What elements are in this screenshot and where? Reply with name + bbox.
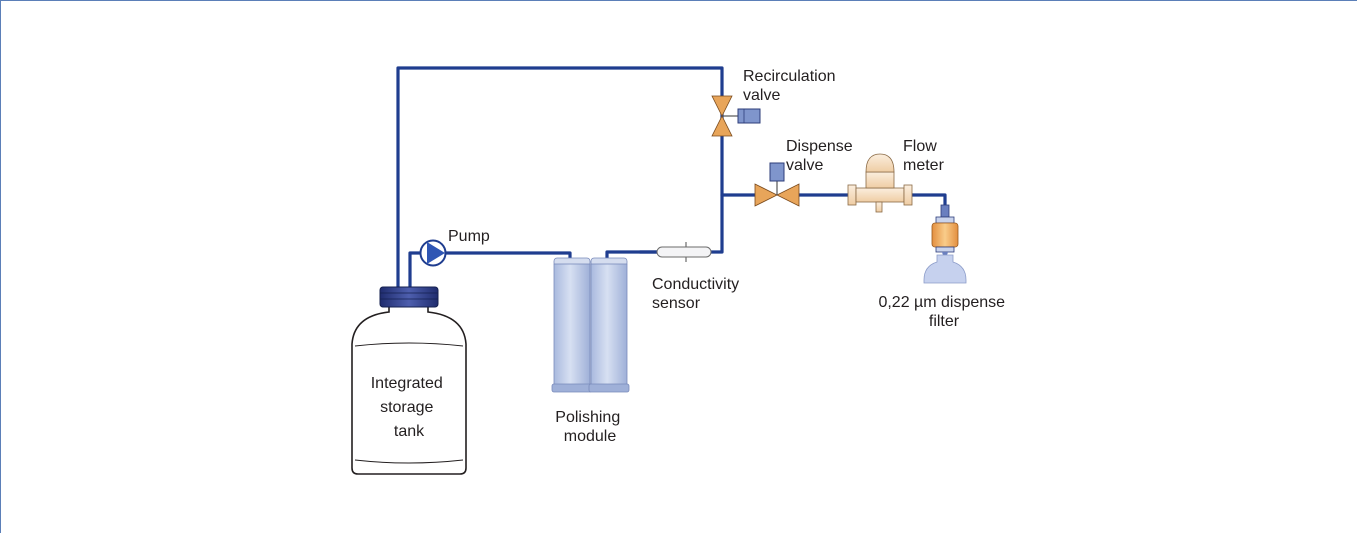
bottle-icon (923, 254, 967, 284)
labels: Recirculation valve Dispense valve Flow … (371, 68, 1009, 445)
label-line: sensor (652, 295, 701, 312)
sensor-icon (656, 246, 712, 258)
tank-to-pump-pipe (408, 251, 422, 292)
dispense-filter-label: 0,22 µm dispense filter (878, 294, 1009, 330)
dispense-filter (923, 204, 967, 284)
tank-cap (379, 286, 439, 308)
meter-to-filter-pipe (908, 193, 947, 207)
label-line: Recirculation (743, 68, 835, 85)
flow-meter (847, 153, 913, 213)
label-line: Flow (903, 138, 937, 155)
valve-icon (711, 95, 733, 117)
label-line: Conductivity (652, 276, 739, 293)
flow-meter-label: Flow meter (903, 138, 945, 174)
filter-icon (931, 222, 959, 248)
label-line: Integrated (371, 375, 443, 392)
label-line: meter (903, 157, 945, 174)
label-line: valve (743, 87, 780, 104)
recirculation-valve (711, 95, 761, 137)
cartridge-icon (588, 257, 630, 393)
pump (419, 239, 447, 267)
label-line: module (564, 428, 617, 445)
label-line: tank (394, 423, 425, 440)
dispense-valve (754, 162, 800, 207)
valve-icon (754, 183, 778, 207)
storage-tank-label: Integrated storage tank (371, 375, 448, 440)
solenoid-icon (737, 108, 761, 124)
recirculation-valve-label: Recirculation valve (743, 68, 840, 104)
polishing-module (551, 257, 630, 393)
cartridge-icon (551, 257, 593, 393)
label-line: filter (929, 313, 960, 330)
pump-to-polishing-pipe (444, 251, 572, 264)
flow-meter-icon (865, 153, 895, 173)
conductivity-sensor-label: Conductivity sensor (652, 276, 744, 312)
label-line: Pump (448, 228, 490, 245)
conductivity-sensor (656, 242, 712, 262)
storage-tank (351, 286, 467, 475)
polishing-module-label: Polishing module (555, 409, 624, 445)
label-line: Dispense (786, 138, 853, 155)
pump-label: Pump (448, 228, 490, 245)
label-line: storage (380, 399, 433, 416)
label-line: 0,22 µm dispense (878, 294, 1005, 311)
valve-icon (711, 115, 733, 137)
label-line: valve (786, 157, 823, 174)
solenoid-icon (769, 162, 785, 182)
label-line: Polishing (555, 409, 620, 426)
dispense-valve-label: Dispense valve (786, 138, 857, 174)
valve-icon (776, 183, 800, 207)
tank-icon (351, 305, 467, 475)
